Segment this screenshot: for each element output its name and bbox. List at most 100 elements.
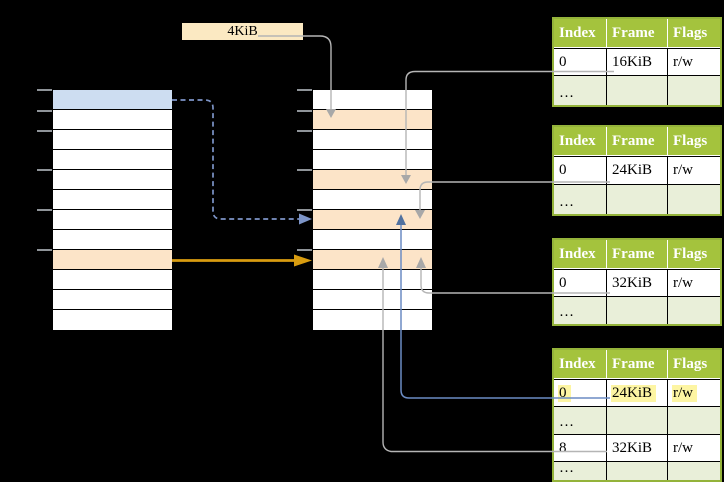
table-ellipsis-row: …: [554, 296, 720, 324]
table-header-cell: Flags: [668, 240, 720, 269]
table-entry-row: 0 24KiB r/w: [554, 379, 720, 406]
highlighted-value: 0: [558, 384, 571, 402]
memory-row: [313, 310, 432, 330]
table-cell: 24KiB: [607, 379, 668, 406]
table-cell: 32KiB: [607, 434, 668, 461]
memory-row: [313, 90, 432, 110]
table-cell: [607, 296, 668, 324]
table-header-cell: Flags: [668, 350, 720, 379]
table-cell: …: [554, 296, 607, 324]
memory-row: [313, 130, 432, 150]
table-ellipsis-row: …: [554, 406, 720, 434]
table-header-cell: Index: [554, 240, 607, 269]
memory-row: [53, 290, 172, 310]
table-cell: [607, 406, 668, 434]
table-cell: …: [554, 184, 607, 214]
table-cell: 8: [554, 434, 607, 461]
table-cell: 0: [554, 269, 607, 296]
table-cell: [607, 184, 668, 214]
table-header-cell: Frame: [607, 350, 668, 379]
address-tick: [37, 130, 52, 132]
frame-size-label: 4KiB: [182, 23, 303, 40]
highlighted-value: r/w: [672, 384, 697, 402]
table-cell: [668, 461, 720, 480]
address-tick: [37, 169, 52, 171]
table-header-cell: Index: [554, 127, 607, 156]
address-tick: [37, 209, 52, 211]
address-tick: [297, 110, 312, 112]
highlighted-value: 24KiB: [611, 384, 657, 402]
memory-row: [53, 90, 172, 110]
arrow-virtual-page-to-frame-24kib: [172, 99, 299, 220]
arrowhead-virtual-page-to-frame-32kib: [294, 254, 312, 267]
memory-row: [313, 230, 432, 250]
table-cell: [668, 406, 720, 434]
address-tick: [297, 249, 312, 251]
address-tick: [297, 130, 312, 132]
table-cell: [668, 296, 720, 324]
memory-row: [313, 290, 432, 310]
address-tick: [37, 249, 52, 251]
table-cell: 0: [554, 48, 607, 75]
table-cell: [668, 75, 720, 105]
arrowhead-virtual-page-to-frame-24kib: [299, 213, 312, 225]
table-cell: r/w: [668, 379, 720, 406]
table-cell: …: [554, 75, 607, 105]
memory-row: [53, 150, 172, 170]
memory-row: [53, 310, 172, 330]
virtual-memory-column: [53, 90, 172, 330]
memory-row: [53, 110, 172, 130]
table-cell: …: [554, 406, 607, 434]
memory-row: [313, 150, 432, 170]
table-cell: [668, 184, 720, 214]
memory-row: [313, 110, 432, 130]
memory-row: [53, 250, 172, 270]
memory-row: [313, 270, 432, 290]
memory-row: [313, 190, 432, 210]
table-header-cell: Frame: [607, 127, 668, 156]
table-header-cell: Flags: [668, 127, 720, 156]
table-cell: 16KiB: [607, 48, 668, 75]
table-header-cell: Flags: [668, 19, 720, 48]
table-cell: [607, 75, 668, 105]
memory-row: [53, 170, 172, 190]
table-cell: 0: [554, 156, 607, 184]
table-cell: r/w: [668, 48, 720, 75]
physical-memory-column: [313, 90, 432, 330]
memory-row: [53, 130, 172, 150]
table-cell: [607, 461, 668, 480]
memory-row: [53, 190, 172, 210]
table-header-cell: Frame: [607, 19, 668, 48]
memory-row: [313, 250, 432, 270]
table-cell: r/w: [668, 156, 720, 184]
table-cell: 0: [554, 379, 607, 406]
address-tick: [297, 209, 312, 211]
table-cell: r/w: [668, 434, 720, 461]
table-ellipsis-row: …: [554, 75, 720, 105]
address-tick: [37, 89, 52, 91]
address-tick: [297, 169, 312, 171]
table-ellipsis-row: …: [554, 461, 720, 480]
table-cell: …: [554, 461, 607, 480]
table-header-cell: Index: [554, 19, 607, 48]
memory-row: [53, 230, 172, 250]
table-cell: 32KiB: [607, 269, 668, 296]
table-header-cell: Frame: [607, 240, 668, 269]
memory-row: [313, 210, 432, 230]
table-ellipsis-row: …: [554, 184, 720, 214]
memory-row: [53, 210, 172, 230]
table-cell: r/w: [668, 269, 720, 296]
address-tick: [297, 89, 312, 91]
table-cell: 24KiB: [607, 156, 668, 184]
address-tick: [37, 110, 52, 112]
memory-row: [53, 270, 172, 290]
memory-row: [313, 170, 432, 190]
